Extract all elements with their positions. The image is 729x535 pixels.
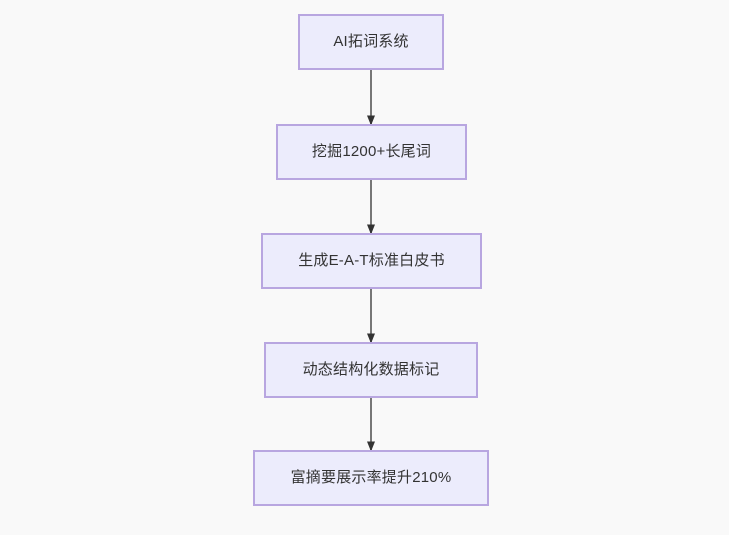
flow-node-label: 动态结构化数据标记	[302, 361, 440, 378]
flow-node-dynamic-structured-data-markup[interactable]: 动态结构化数据标记	[264, 342, 478, 398]
flow-node-mine-longtail-keywords[interactable]: 挖掘1200+长尾词	[276, 124, 467, 180]
flow-node-label: 富摘要展示率提升210%	[290, 469, 452, 486]
flow-node-label: 生成E-A-T标准白皮书	[298, 252, 445, 269]
flow-node-rich-snippet-impression-uplift[interactable]: 富摘要展示率提升210%	[253, 450, 489, 506]
flow-node-generate-eat-whitepaper[interactable]: 生成E-A-T标准白皮书	[261, 233, 482, 289]
flow-node-label: AI拓词系统	[333, 33, 409, 50]
flow-node-ai-keyword-system[interactable]: AI拓词系统	[298, 14, 444, 70]
flow-node-label: 挖掘1200+长尾词	[311, 143, 432, 160]
